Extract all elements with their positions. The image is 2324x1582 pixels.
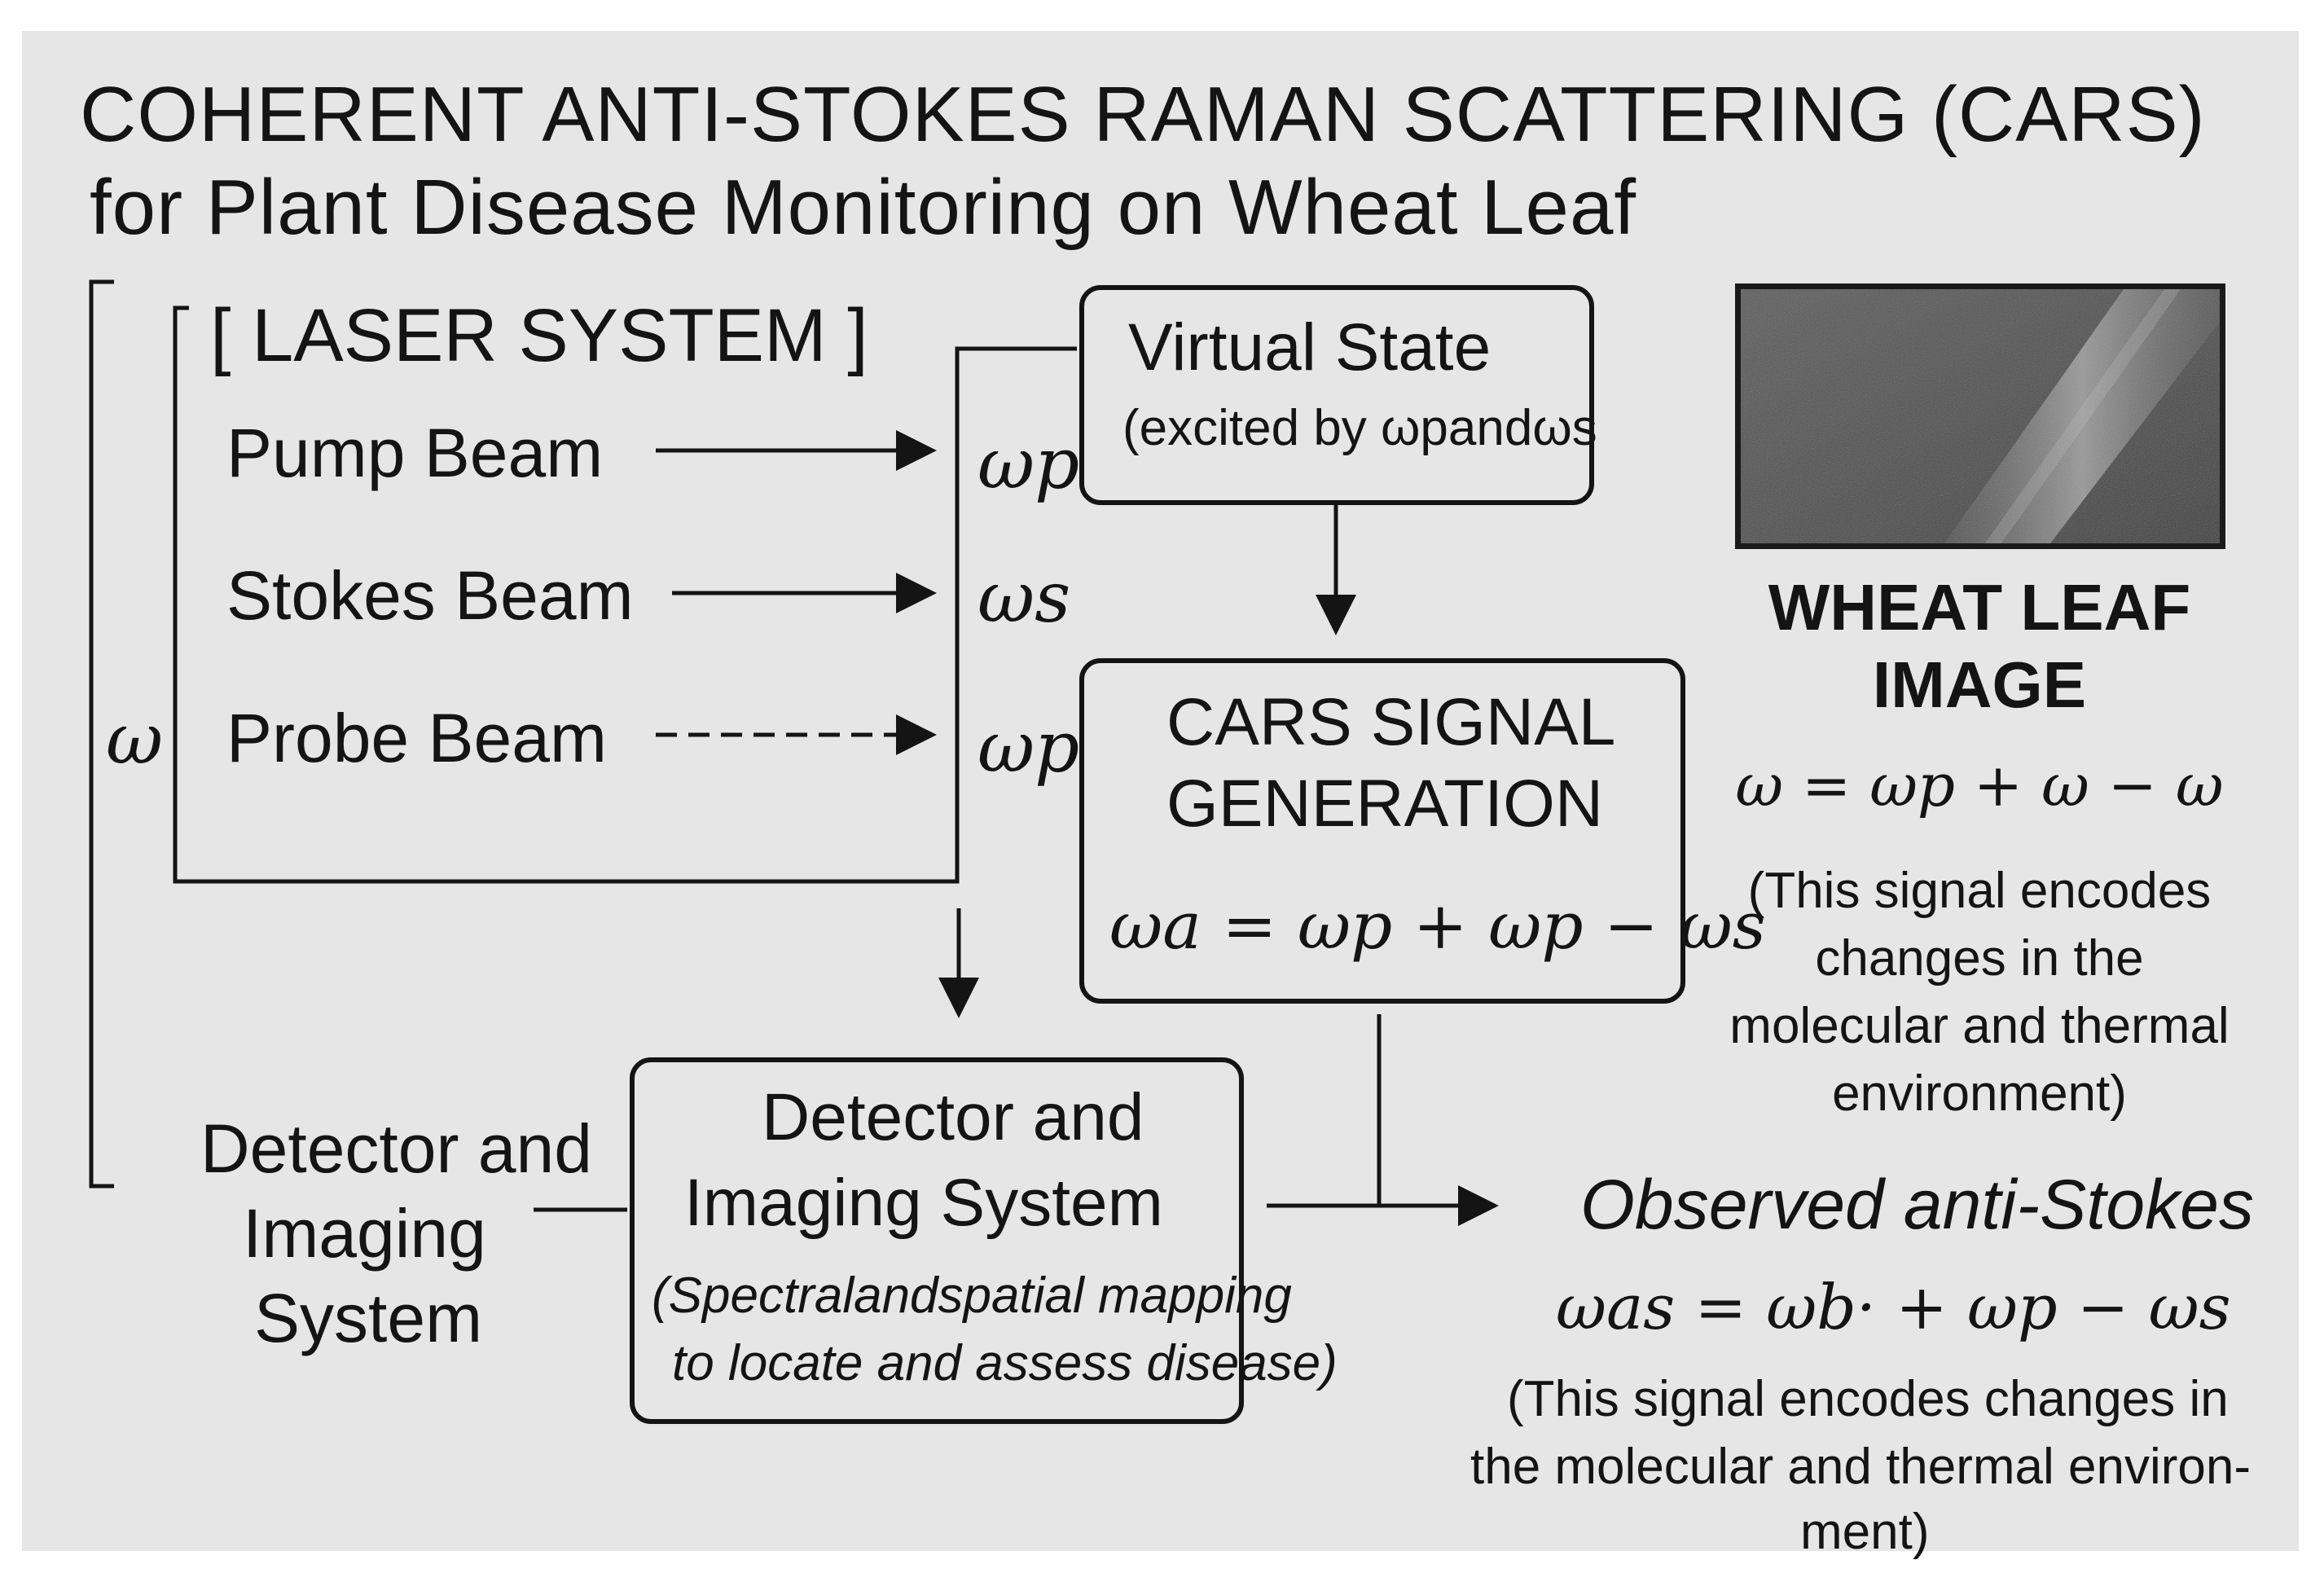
wheat-leaf-note-line4: environment) xyxy=(1832,1066,2127,1122)
wheat-leaf-picture xyxy=(1741,289,2220,543)
main-title-line2: for Plant Disease Monitoring on Wheat Le… xyxy=(90,164,1636,251)
observed-equation: ωas = ωb· + ωp − ωs xyxy=(1556,1271,2231,1343)
wheat-leaf-title-line2: IMAGE xyxy=(1872,648,2087,721)
pump-omega-symbol: ωp xyxy=(977,424,1080,505)
wheat-leaf-equation: ω = ωp + ω − ω xyxy=(1735,751,2224,820)
stokes-omega-symbol: ωs xyxy=(977,557,1071,639)
probe-omega-symbol: ωp xyxy=(977,707,1080,789)
laser-system-frame xyxy=(173,305,1077,884)
pump-beam-label: Pump Beam xyxy=(226,415,604,491)
detector-side-label-line1: Detector and xyxy=(200,1110,592,1187)
detector-box-title-line2: Imaging System xyxy=(684,1166,1163,1240)
cars-signal-title-line1: CARS SIGNAL xyxy=(1166,685,1616,759)
observed-note-line2: the molecular and thermal environ- xyxy=(1470,1439,2252,1495)
main-title-line1: COHERENT ANTI-STOKES RAMAN SCATTERING (C… xyxy=(80,71,2206,158)
detector-box-title-line1: Detector and xyxy=(762,1080,1144,1154)
stokes-beam-label: Stokes Beam xyxy=(226,557,634,634)
observed-note-line3: ment) xyxy=(1800,1504,1930,1560)
detector-side-label-line3: System xyxy=(254,1280,483,1356)
cars-signal-equation: ωa = ωp + ωp − ωs xyxy=(1109,888,1766,964)
wheat-leaf-image xyxy=(1735,283,2225,549)
outer-omega-symbol: ω xyxy=(106,699,164,780)
wheat-leaf-title-line1: WHEAT LEAF xyxy=(1768,571,2191,644)
outer-bracket xyxy=(89,279,114,1189)
virtual-state-title: Virtual State xyxy=(1128,310,1491,385)
virtual-state-box xyxy=(1079,285,1594,505)
cars-signal-title-line2: GENERATION xyxy=(1166,767,1604,841)
detector-imaging-box xyxy=(630,1057,1244,1424)
detector-box-desc-line2: to locate and assess disease) xyxy=(672,1335,1338,1391)
laser-system-label: [ LASER SYSTEM ] xyxy=(210,294,868,377)
cars-signal-box xyxy=(1079,658,1685,1004)
wheat-leaf-note-line1: (This signal encodes xyxy=(1747,863,2212,919)
wheat-leaf-note-line2: changes in the xyxy=(1815,930,2144,987)
wheat-leaf-note-line3: molecular and thermal xyxy=(1729,998,2230,1054)
virtual-state-subtitle: (excited by ωpandωs xyxy=(1122,400,1597,456)
probe-beam-label: Probe Beam xyxy=(226,700,607,776)
detector-box-desc-line1: (Spectralandspatial mapping xyxy=(652,1268,1292,1324)
detector-side-label-line2: Imaging xyxy=(243,1195,486,1272)
observed-title: Observed anti-Stokes xyxy=(1580,1166,2254,1244)
observed-note-line1: (This signal encodes changes in xyxy=(1507,1371,2229,1427)
